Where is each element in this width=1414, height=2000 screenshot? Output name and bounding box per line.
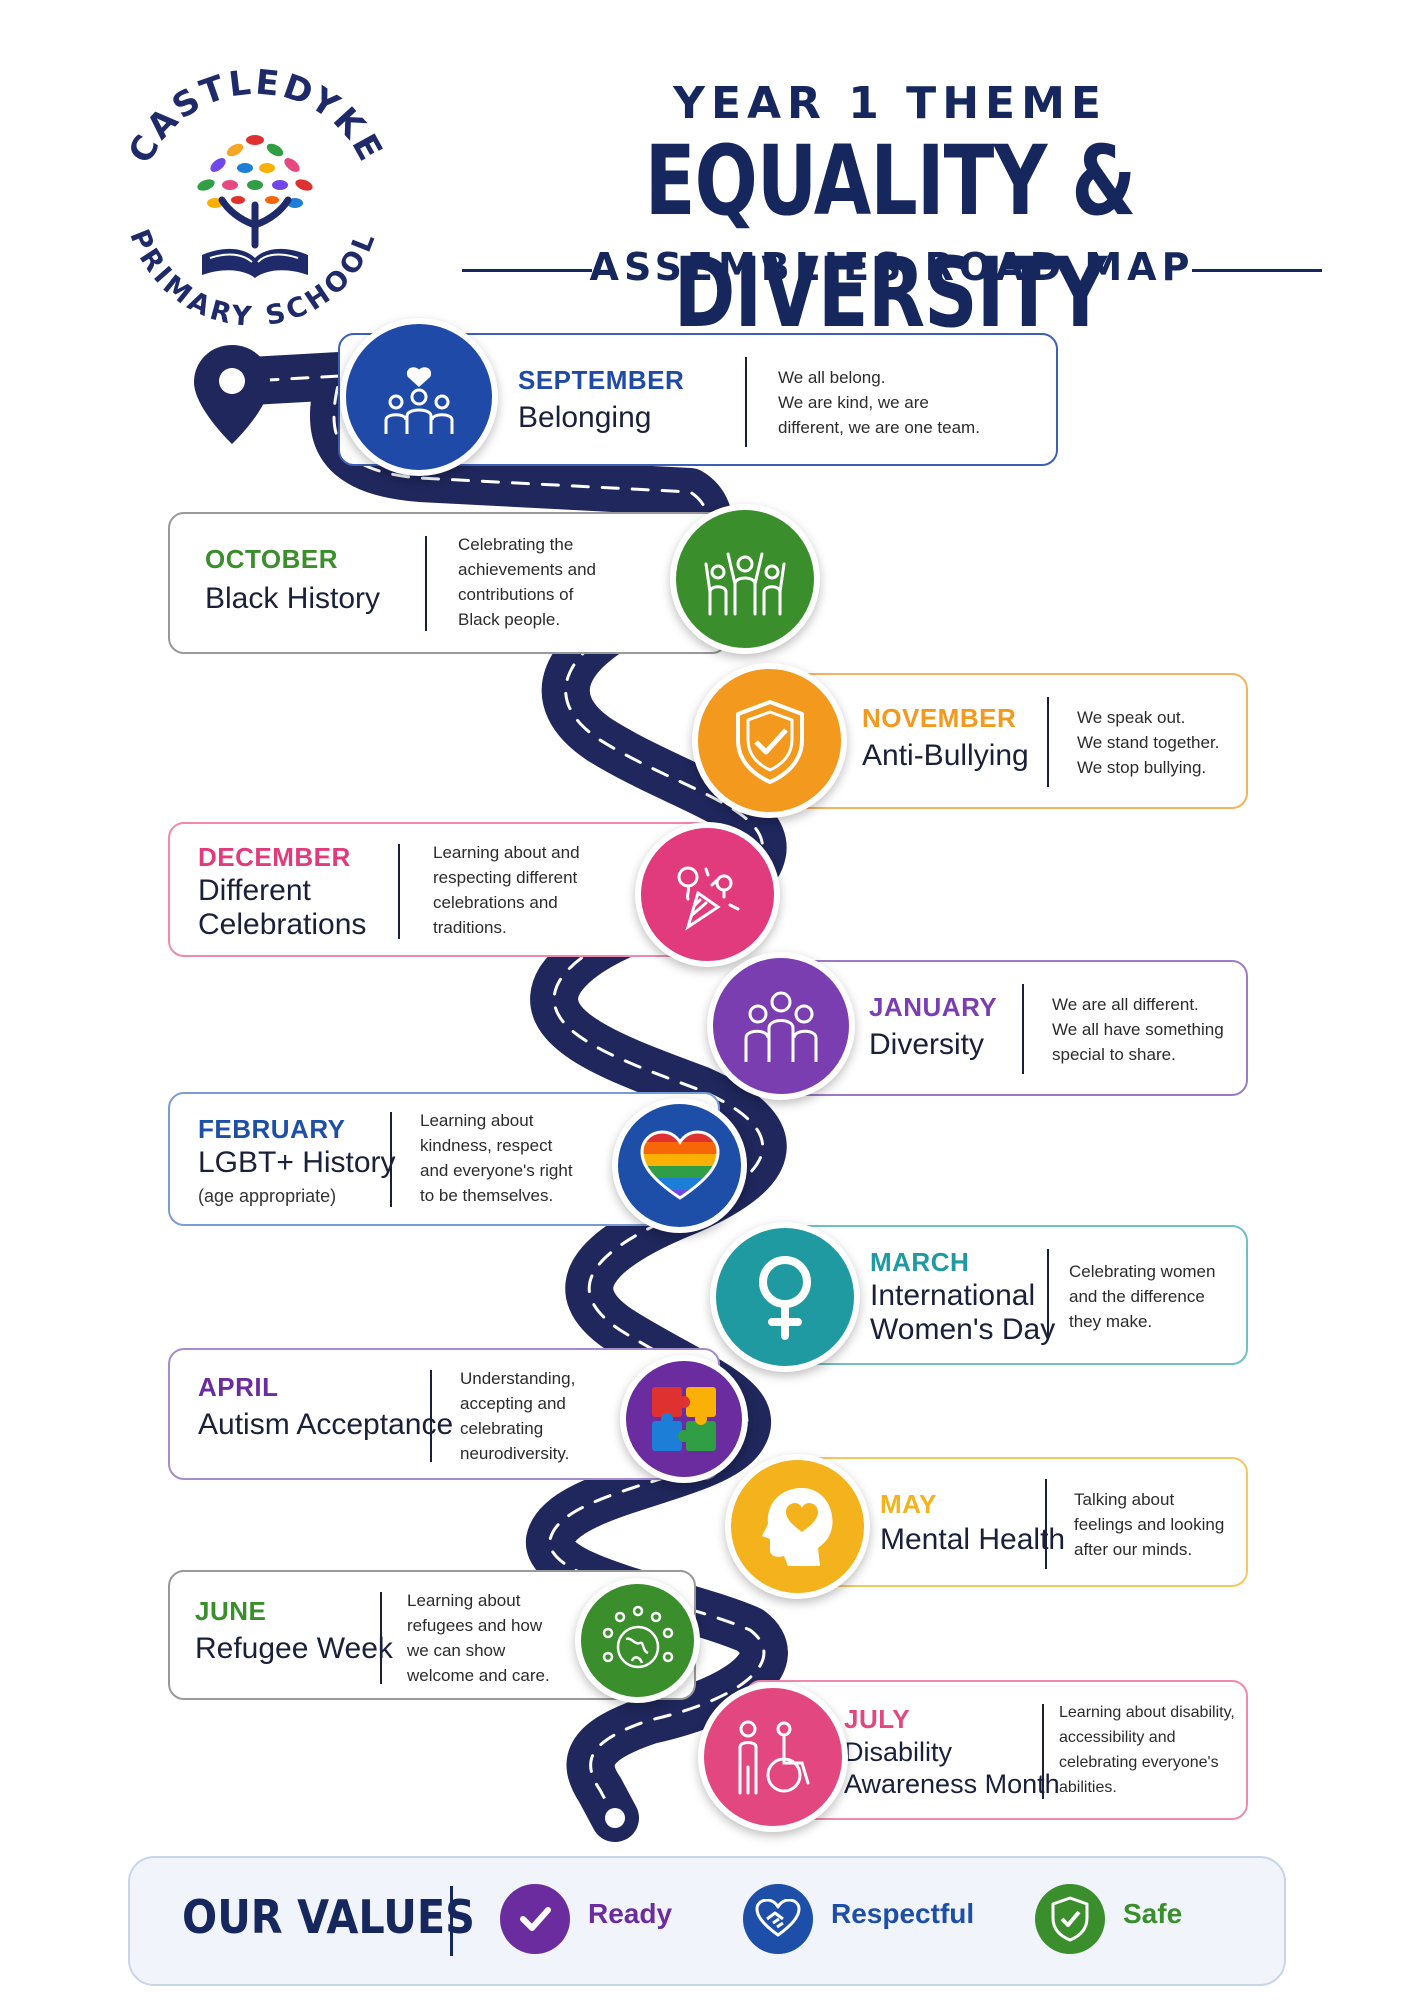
start-pin-icon <box>194 345 270 444</box>
header-year: YEAR 1 THEME <box>673 78 1107 129</box>
wheelchair-icon <box>698 1682 848 1832</box>
month-label: OCTOBER <box>205 544 339 574</box>
month-label: SEPTEMBER <box>518 365 685 395</box>
month-description: Learning about disability,accessibility … <box>1059 1704 1235 1796</box>
value-safe: Safe <box>1123 1898 1183 1929</box>
month-label: JULY <box>844 1704 911 1734</box>
month-description: We speak out.We stand together.We stop b… <box>1077 708 1220 777</box>
month-card-november: NOVEMBER Anti-Bullying We speak out.We s… <box>760 673 1248 809</box>
month-label: APRIL <box>198 1372 279 1402</box>
value-ready: Ready <box>588 1898 673 1929</box>
month-title: Anti-Bullying <box>862 739 1029 772</box>
school-logo: CASTLEDYKE PRIMARY SCHOOL <box>121 62 391 330</box>
belonging-icon <box>340 318 498 476</box>
month-label: DECEMBER <box>198 842 351 872</box>
black-history-icon <box>670 504 820 654</box>
header-subtitle: ASSEMBLIES ROAD MAP <box>589 245 1195 289</box>
check-icon <box>500 1884 570 1954</box>
month-title: LGBT+ History <box>198 1146 396 1179</box>
rainbow-heart-icon <box>612 1098 747 1233</box>
month-label: NOVEMBER <box>862 703 1017 733</box>
month-title: Autism Acceptance <box>198 1408 454 1441</box>
month-title: Belonging <box>518 401 652 434</box>
header-subtitle-block: ASSEMBLIES ROAD MAP <box>462 245 1322 295</box>
female-symbol-icon <box>710 1222 860 1372</box>
month-label: MAY <box>880 1489 937 1519</box>
anti-bullying-icon <box>692 663 847 818</box>
values-title: OUR VALUES <box>182 1890 476 1944</box>
month-title: Refugee Week <box>195 1632 393 1665</box>
month-subtitle: (age appropriate) <box>198 1186 337 1206</box>
party-popper-icon <box>635 822 780 967</box>
globe-people-icon <box>575 1578 700 1703</box>
month-label: JANUARY <box>869 992 998 1022</box>
diversity-icon <box>707 952 855 1100</box>
value-respectful: Respectful <box>831 1898 975 1929</box>
svg-text:CASTLEDYKE: CASTLEDYKE <box>121 62 391 170</box>
month-label: JUNE <box>195 1596 267 1626</box>
shield-icon <box>1035 1884 1105 1954</box>
month-label: MARCH <box>870 1247 970 1277</box>
month-title: Black History <box>205 582 381 615</box>
month-label: FEBRUARY <box>198 1114 346 1144</box>
page-title: EQUALITY & DIVERSITY <box>644 125 1136 349</box>
month-description: We are all different.We all have somethi… <box>1052 995 1224 1064</box>
month-title: Diversity <box>869 1028 985 1061</box>
month-title: Mental Health <box>880 1523 1066 1556</box>
puzzle-icon <box>620 1355 748 1483</box>
values-bar: OUR VALUES Ready Respectful Safe <box>128 1856 1286 1986</box>
mental-health-icon <box>725 1454 870 1599</box>
handshake-heart-icon <box>743 1884 813 1954</box>
